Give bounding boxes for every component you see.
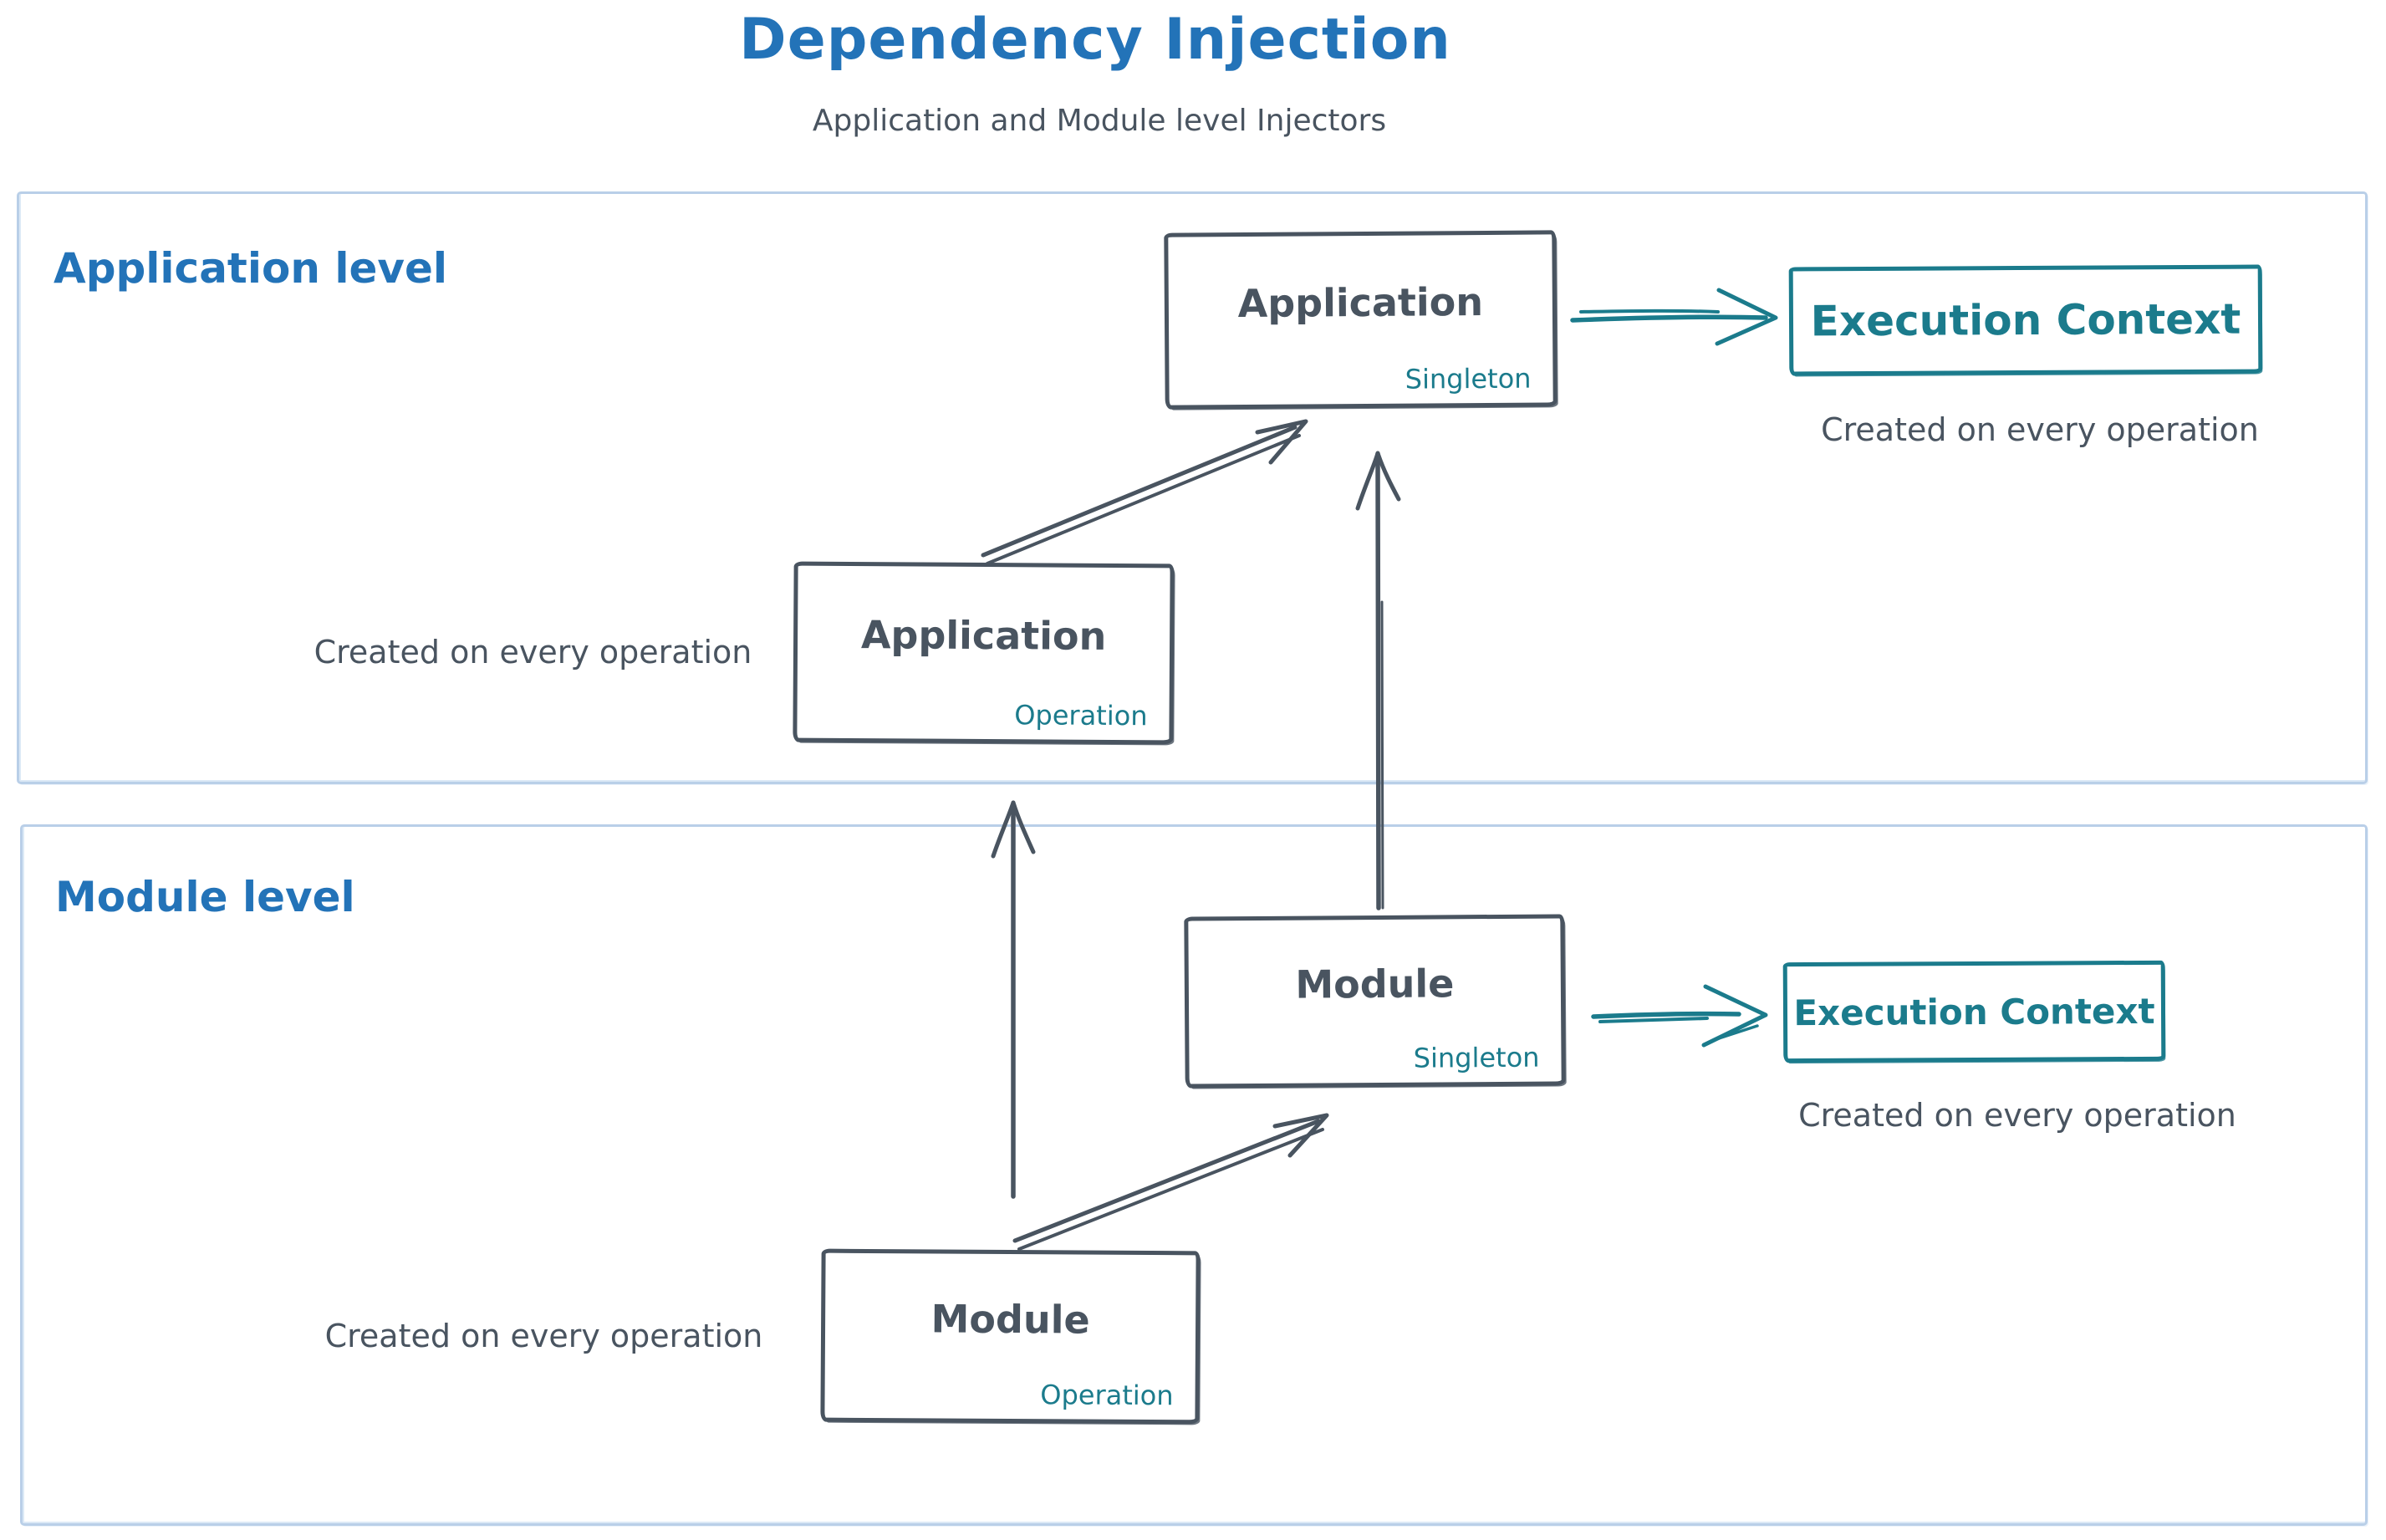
page-title: Dependency Injection: [739, 7, 1451, 73]
module-operation-title: Module: [930, 1295, 1090, 1343]
application-operation-title: Application: [860, 612, 1107, 659]
module-singleton-scope: Singleton: [1413, 1041, 1540, 1074]
page-subtitle: Application and Module level Injectors: [812, 104, 1387, 138]
module-execution-context-caption: Created on every operation: [1798, 1097, 2236, 1134]
module-execution-context-title: Execution Context: [1793, 990, 2155, 1033]
module-execution-context-box: Execution Context: [1782, 960, 2166, 1063]
module-operation-scope: Operation: [1040, 1379, 1174, 1412]
application-execution-context-box: Execution Context: [1788, 264, 2263, 376]
application-level-container: [17, 191, 2368, 784]
application-singleton-scope: Singleton: [1405, 362, 1532, 395]
module-operation-caption: Created on every operation: [324, 1318, 763, 1354]
module-singleton-title: Module: [1295, 960, 1455, 1007]
application-singleton-box: Application Singleton: [1164, 230, 1558, 410]
application-singleton-title: Application: [1237, 278, 1484, 326]
application-execution-context-title: Execution Context: [1810, 294, 2241, 346]
module-operation-box: Module Operation: [820, 1248, 1201, 1425]
module-level-container: [20, 824, 2368, 1526]
module-singleton-box: Module Singleton: [1184, 914, 1566, 1089]
module-level-label: Module level: [55, 873, 355, 921]
application-operation-scope: Operation: [1014, 699, 1148, 732]
application-operation-box: Application Operation: [793, 561, 1175, 745]
application-execution-context-caption: Created on every operation: [1821, 411, 2259, 448]
application-operation-caption: Created on every operation: [314, 634, 752, 671]
application-level-label: Application level: [54, 244, 448, 293]
